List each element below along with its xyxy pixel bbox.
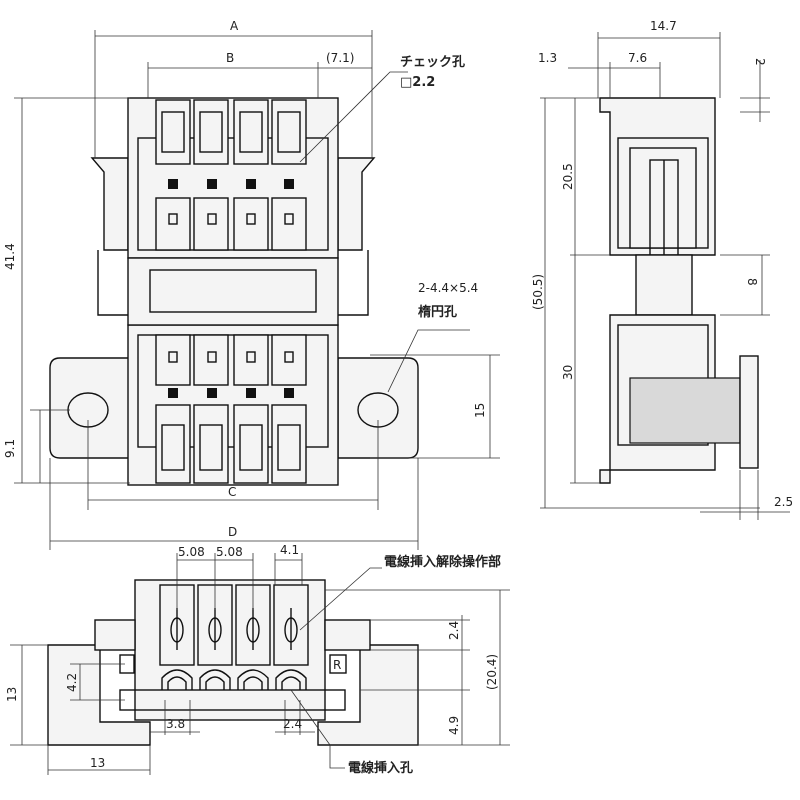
dim-B: B bbox=[226, 51, 234, 65]
dim-bottom-offset: 9.1 bbox=[3, 439, 17, 458]
dim-4-9: 4.9 bbox=[447, 716, 461, 735]
dim-width13: 13 bbox=[90, 756, 105, 770]
dim-top-gap: 2 bbox=[753, 58, 767, 66]
dim-2-4b: 2.4 bbox=[283, 717, 302, 731]
dim-mid: 8 bbox=[745, 278, 759, 286]
check-hole-1 bbox=[168, 179, 178, 189]
front-view: 5.08 5.08 4.1 電線挿入解除操作部 2.4 (20.4) 4.2 1… bbox=[5, 543, 510, 776]
check-hole-3 bbox=[246, 179, 256, 189]
center-channel bbox=[127, 257, 339, 326]
dim-height13: 13 bbox=[5, 687, 19, 702]
dim-4-2: 4.2 bbox=[65, 673, 79, 692]
dim-pitch1: 5.08 bbox=[178, 545, 205, 559]
dim-2-4: 2.4 bbox=[447, 621, 461, 640]
lower-terminals bbox=[155, 334, 307, 484]
r-mark-box bbox=[329, 654, 347, 674]
dim-height-total: 41.4 bbox=[3, 243, 17, 270]
release-op-label: 電線挿入解除操作部 bbox=[384, 554, 501, 570]
side-view: 14.7 1.3 7.6 2 20.5 (50.5) 8 30 2.5 bbox=[531, 19, 793, 520]
top-view: A B (7.1) チェック孔 □2.2 41.4 2-4.4×5.4 楕円孔 … bbox=[3, 19, 500, 550]
side-view-dimensions bbox=[540, 32, 790, 520]
dim-inner: 7.6 bbox=[628, 51, 647, 65]
oval-hole-label: 楕円孔 bbox=[418, 304, 457, 320]
dim-overall: (50.5) bbox=[531, 274, 545, 310]
dim-b-ext: (7.1) bbox=[326, 51, 354, 65]
front-wire-holes bbox=[161, 669, 307, 690]
dim-D: D bbox=[228, 525, 237, 539]
dim-left-off: 1.3 bbox=[538, 51, 557, 65]
dim-hole-15: 15 bbox=[473, 403, 487, 418]
mounting-plate bbox=[49, 357, 419, 459]
upper-terminals bbox=[155, 99, 307, 251]
dim-C: C bbox=[228, 485, 236, 499]
latch-right-upper bbox=[337, 157, 376, 251]
check-hole-size: □2.2 bbox=[400, 75, 435, 90]
r-mark: R bbox=[333, 658, 341, 672]
dim-upper: 20.5 bbox=[561, 163, 575, 190]
wire-hole-label: 電線挿入孔 bbox=[348, 760, 413, 776]
check-hole-4 bbox=[284, 179, 294, 189]
dim-foot: 2.5 bbox=[774, 495, 793, 509]
dim-20-4: (20.4) bbox=[485, 654, 499, 690]
dim-pitch2: 5.08 bbox=[216, 545, 243, 559]
top-view-dimensions bbox=[14, 30, 500, 550]
dim-width-total: 14.7 bbox=[650, 19, 677, 33]
dim-right-w: 4.1 bbox=[280, 543, 299, 557]
side-mid-section bbox=[635, 254, 693, 316]
front-view-dimensions bbox=[10, 553, 510, 775]
dim-3-8: 3.8 bbox=[166, 717, 185, 731]
side-mounting-flange bbox=[629, 377, 741, 444]
check-hole-2 bbox=[207, 179, 217, 189]
oval-hole-count: 2-4.4×5.4 bbox=[418, 281, 478, 295]
check-hole-label: チェック孔 bbox=[400, 55, 465, 70]
dim-A: A bbox=[230, 19, 239, 33]
latch-left-upper bbox=[90, 157, 129, 251]
dim-lower: 30 bbox=[561, 365, 575, 380]
